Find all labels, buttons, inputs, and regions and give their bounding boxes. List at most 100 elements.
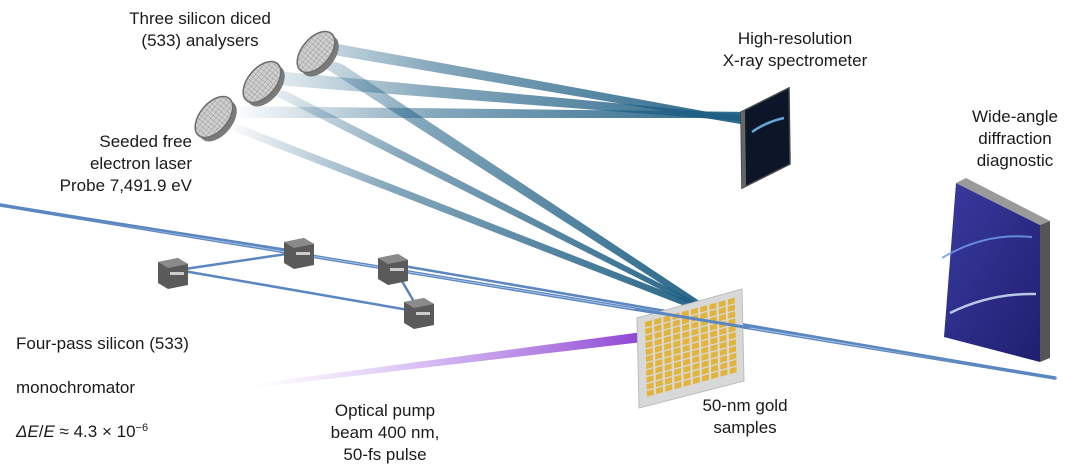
gold-sample-cell [654, 338, 662, 346]
gold-sample-cell [710, 330, 718, 338]
gold-sample-cell [655, 366, 663, 374]
gold-sample-cell [664, 356, 672, 364]
gold-sample-cell [710, 351, 718, 359]
gold-sample-cell [719, 348, 727, 356]
mono-crystal-2 [284, 238, 314, 269]
gold-sample-cell [673, 333, 681, 341]
gold-sample-cell [691, 307, 698, 315]
gold-sample-cell [655, 352, 663, 360]
gold-sample-cell [711, 364, 719, 373]
gold-sample-cell [729, 346, 737, 354]
gold-sample-cell [709, 323, 717, 331]
gold-sample-cell [655, 379, 663, 388]
gold-sample-cell [664, 363, 672, 371]
mono-equation: ΔE/E ≈ 4.3 × 10−6 [16, 421, 256, 443]
gold-sample-cell [682, 330, 690, 339]
gold-sample-cell [663, 328, 671, 337]
gold-sample-cell [654, 324, 662, 332]
mono-line-1: Four-pass silicon (533) [16, 334, 189, 353]
gold-sample-cell [709, 302, 717, 310]
gold-sample-cell [683, 372, 691, 380]
gold-sample-cell [709, 309, 717, 317]
spectrometer-label: High-resolution X-ray spectrometer [722, 29, 868, 70]
mono-eq-value: ≈ 4.3 × 10 [54, 422, 136, 441]
gold-sample-cell [692, 349, 700, 357]
gold-sample-cell [701, 360, 709, 368]
scattered-xray-rays [200, 44, 752, 308]
monochromator-beam-path [0, 203, 1056, 380]
gold-sample-cell [692, 356, 700, 364]
gold-sample-cell [645, 347, 653, 356]
mono-eq-slash: / [38, 422, 44, 441]
gold-sample-cell [645, 340, 653, 349]
gold-sample-cell [719, 327, 727, 336]
gold-sample-cell [674, 367, 682, 376]
gold-sample-cell [654, 331, 662, 339]
gold-sample-cell [683, 358, 691, 366]
gold-sample-cell [664, 349, 672, 358]
gold-sample-cell [728, 304, 735, 312]
gold-sample-cell [673, 361, 681, 369]
gold-sample-cell [692, 369, 700, 378]
gold-sample-cell [673, 347, 681, 355]
diffraction-detector [941, 178, 1050, 362]
gold-sample-cell [645, 320, 652, 328]
gold-sample-cell [700, 332, 708, 341]
gold-sample-cell [692, 362, 700, 371]
gold-sample-cell [720, 355, 728, 363]
gold-sample-cell [645, 327, 653, 335]
mono-crystal-3 [378, 254, 408, 285]
gold-sample-cell [665, 377, 673, 385]
gold-sample-cell [702, 374, 710, 382]
gold-sample-cell [665, 384, 673, 392]
gold-sample-cell [682, 351, 690, 359]
gold-sample-cell [645, 354, 653, 363]
gold-sample-cell [701, 346, 709, 354]
mono-eq-e: E [43, 422, 55, 441]
gold-sample-cell [710, 337, 718, 345]
gold-sample-cell [655, 372, 663, 381]
gold-sample-cell [720, 369, 728, 377]
gold-sample-cell [663, 322, 671, 330]
gold-sample-cell [718, 300, 726, 308]
gold-sample-cell [700, 325, 708, 334]
mono-crystal-1 [158, 258, 188, 289]
gold-sample-cell [673, 340, 681, 348]
gold-sample-cell [691, 328, 699, 336]
pump-label: Optical pump beam 400 nm, 50-fs pulse [330, 401, 440, 464]
gold-sample-cell [711, 371, 719, 380]
gold-sample-cell [645, 333, 653, 342]
mono-eq-exp: −6 [135, 422, 149, 434]
gold-sample-cell [728, 311, 736, 319]
beam-through-sample [634, 307, 751, 330]
spectrometer-detector [740, 86, 791, 190]
gold-sample-cell [664, 370, 672, 378]
gold-sample-cell [719, 334, 727, 343]
mono-eq-de: ΔE [16, 422, 39, 441]
gold-sample-cell [656, 386, 664, 395]
gold-sample-cell [728, 332, 736, 340]
monochromator-label: Four-pass silicon (533) monochromator ΔE… [16, 311, 256, 465]
gold-sample-cell [701, 339, 709, 348]
gold-sample-cell [700, 312, 708, 320]
gold-sample-cell [729, 366, 737, 375]
diffraction-label: Wide-angle diffraction diagnostic [972, 107, 1058, 170]
fel-label: Seeded free electron laser Probe 7,491.9… [59, 132, 192, 195]
gold-sample-cell [718, 307, 726, 315]
gold-sample-cell [646, 375, 654, 383]
gold-sample-cell [673, 354, 681, 362]
gold-sample-grid [634, 288, 751, 409]
gold-sample-cell [727, 297, 735, 305]
gold-sample-cell [673, 326, 680, 334]
gold-sample-cell [683, 379, 691, 387]
gold-sample-cell [682, 337, 690, 346]
gold-sample-cell [719, 341, 727, 349]
analyser-disc-1 [194, 95, 237, 142]
gold-sample-cell [655, 359, 663, 367]
gold-sample-cell [719, 313, 726, 322]
gold-sample-cell [728, 325, 736, 333]
gold-sample-cell [664, 342, 672, 351]
gold-sample-cell [674, 374, 682, 383]
gold-sample-cell [646, 361, 654, 369]
analyser-disc-3 [296, 30, 339, 77]
